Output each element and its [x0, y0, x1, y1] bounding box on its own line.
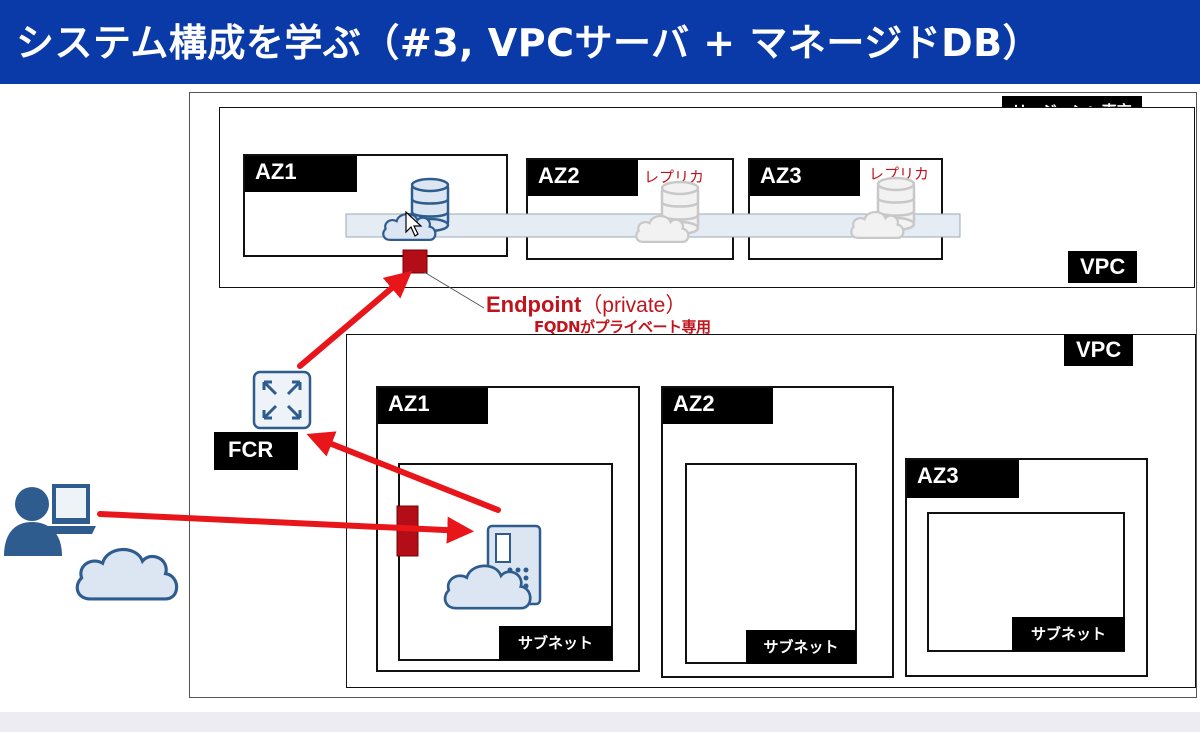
endpoint-note: FQDNがプライベート専用 [534, 318, 711, 336]
top-vpc-label: VPC [1068, 251, 1138, 283]
bottom-az3-subnet-label: サブネット [1012, 617, 1125, 651]
bottom-az2-subnet-label: サブネット [746, 630, 856, 664]
bottom-az1-label: AZ1 [378, 388, 488, 424]
endpoint-name: Endpoint [486, 292, 582, 317]
bottom-az2-label: AZ2 [663, 388, 773, 424]
az2-replica-label: レプリカ [644, 168, 705, 186]
bottom-az3-label: AZ3 [907, 460, 1019, 498]
router-label: FCR [214, 432, 298, 470]
title-bar: システム構成を学ぶ（#3, VPCサーバ + マネージドDB） [0, 0, 1200, 84]
bottom-vpc-label: VPC [1064, 334, 1134, 366]
bottom-bar [0, 712, 1200, 732]
page-title: システム構成を学ぶ（#3, VPCサーバ + マネージドDB） [16, 21, 1042, 65]
internet-cloud-icon [75, 547, 179, 601]
top-az2-label: AZ2 [528, 160, 638, 196]
top-az1-label: AZ1 [245, 156, 357, 192]
user-laptop-icon [4, 484, 96, 556]
az3-replica-label: レプリカ [869, 165, 930, 183]
top-az1-box [243, 154, 508, 257]
region-frame [189, 92, 1197, 698]
endpoint-label: Endpoint（private） [486, 289, 686, 319]
top-az3-label: AZ3 [750, 160, 860, 196]
endpoint-type: （private） [581, 294, 687, 317]
bottom-az1-subnet-label: サブネット [499, 626, 612, 660]
